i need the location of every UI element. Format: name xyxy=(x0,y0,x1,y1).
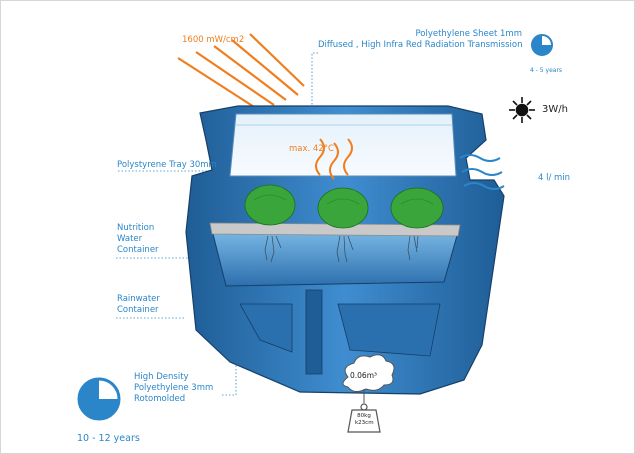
tray-label: Polystyrene Tray 30mm xyxy=(117,160,217,170)
sheet-lifespan-label: 4 - 5 years xyxy=(530,67,563,74)
lettuce-plants xyxy=(244,184,444,229)
nutrition-line-3: Container xyxy=(117,245,159,255)
nutrition-water-container xyxy=(211,229,459,287)
nutrition-line-2: Water xyxy=(117,234,143,244)
nutrition-line-1: Nutrition xyxy=(117,223,155,233)
weight-icon xyxy=(347,403,381,433)
rain-line-2: Container xyxy=(117,305,159,315)
polyethylene-sheet xyxy=(229,113,457,177)
rainwater-container-label: Rainwater Container xyxy=(117,294,160,316)
hdpe-lifespan-label: 10 - 12 years xyxy=(77,433,140,444)
sheet-line-1: Polyethylene Sheet 1mm xyxy=(415,29,522,39)
max-temp-label: max. 42°C xyxy=(289,144,334,154)
polyethylene-sheet-label: Polyethylene Sheet 1mm Diffused , High I… xyxy=(318,29,522,51)
sunlight-rays xyxy=(177,33,305,113)
lifespan-pie-icon xyxy=(77,377,121,421)
drain-pipe xyxy=(305,289,323,375)
sheet-line-2: Diffused , High Infra Red Radiation Tran… xyxy=(318,40,523,50)
polystyrene-tray xyxy=(209,222,461,237)
airflow-waves-icon xyxy=(459,154,505,190)
plant-roots xyxy=(264,235,419,263)
airflow-label: 4 l/ min xyxy=(538,173,571,183)
weight-line-1: 80kg xyxy=(357,413,371,419)
rain-line-1: Rainwater xyxy=(117,294,160,304)
weight-line-2: k23cm xyxy=(355,420,374,426)
nutrition-container-label: Nutrition Water Container xyxy=(117,223,159,256)
irradiance-label: 1600 mW/cm2 xyxy=(182,35,245,45)
hdpe-line-1: High Density xyxy=(134,372,189,382)
power-label: 3W/h xyxy=(542,104,568,115)
rainwater-container xyxy=(239,303,441,357)
hdpe-line-3: Rotomolded xyxy=(134,394,186,404)
heat-waves-icon xyxy=(315,138,353,180)
drain-cloud-icon xyxy=(342,354,395,403)
sun-icon xyxy=(509,97,535,123)
hdpe-line-2: Polyethylene 3mm xyxy=(134,383,214,393)
volume-label: 0.06m³ xyxy=(350,371,378,380)
weight-label: 80kg k23cm xyxy=(355,413,374,427)
lifespan-pie-icon xyxy=(531,34,553,56)
hdpe-label: High Density Polyethylene 3mm Rotomolded xyxy=(134,372,213,405)
